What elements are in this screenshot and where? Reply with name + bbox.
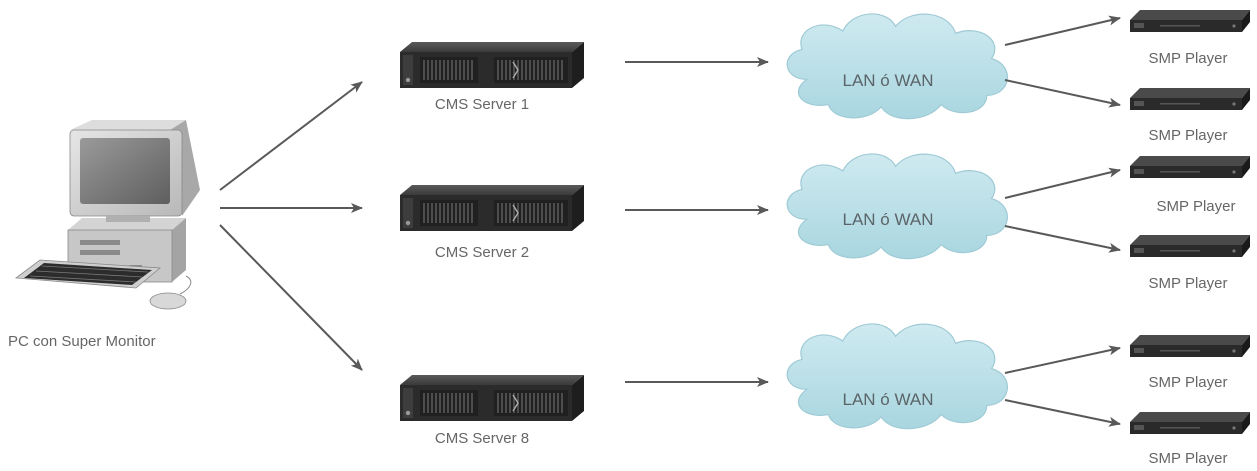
arrow-network-3-to-player-5 [1004, 345, 1121, 374]
player-3-icon [1130, 156, 1250, 178]
arrow-network-2-to-player-3 [1004, 167, 1121, 199]
player-6-icon [1130, 412, 1250, 434]
player-2-label: SMP Player [1148, 127, 1228, 144]
player-4-label: SMP Player [1148, 275, 1228, 292]
pc-icon [14, 120, 200, 310]
network-3-label: LAN ó WAN [842, 390, 934, 409]
server-8-icon [399, 374, 585, 422]
server-2-icon [399, 184, 585, 232]
network-cloud-3-icon [786, 323, 1008, 430]
server-1-label: CMS Server 1 [434, 96, 530, 113]
arrow-network-2-to-player-4 [1004, 225, 1121, 253]
network-cloud-2-icon [786, 153, 1008, 260]
player-4-icon [1130, 235, 1250, 257]
pc-label: PC con Super Monitor [8, 333, 156, 350]
arrow-network-1-to-player-1 [1004, 15, 1121, 46]
network-1-label: LAN ó WAN [842, 71, 934, 90]
arrow-pc-to-server-8 [219, 224, 363, 371]
player-1-icon [1130, 10, 1250, 32]
player-2-icon [1130, 88, 1250, 110]
server-8-label: CMS Server 8 [434, 430, 530, 447]
arrow-pc-to-server-1 [219, 81, 363, 191]
arrow-network-1-to-player-2 [1004, 79, 1121, 108]
player-6-label: SMP Player [1148, 450, 1228, 467]
player-1-label: SMP Player [1148, 50, 1228, 67]
arrow-network-3-to-player-6 [1004, 399, 1121, 427]
player-5-icon [1130, 335, 1250, 357]
network-cloud-1-icon [786, 13, 1008, 120]
server-1-icon [399, 41, 585, 89]
player-3-label: SMP Player [1156, 198, 1236, 215]
player-5-label: SMP Player [1148, 374, 1228, 391]
network-2-label: LAN ó WAN [842, 210, 934, 229]
server-2-label: CMS Server 2 [434, 244, 530, 261]
